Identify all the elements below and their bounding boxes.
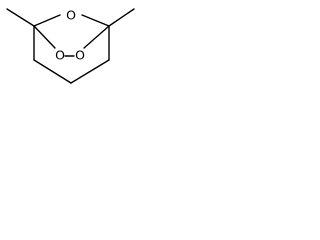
bond-bridgehead-left-to-oxygen-left [33,25,56,49]
bond-methyl-right [108,8,135,27]
bond-bridgehead-left-to-oxygen-top [33,14,61,27]
oxygen-left-label: O [55,48,65,63]
oxygen-right-label: O [75,48,85,63]
bond-ring-lower-left [33,59,72,84]
bond-methyl-left [6,8,35,27]
oxygen-top-label: O [66,8,76,23]
bond-ring-lower-right [70,59,110,84]
chemical-structure: O O O [6,8,135,84]
bond-oxygen-right-to-bridgehead-right [83,25,110,49]
bond-oxygen-top-to-bridgehead-right [81,14,110,27]
